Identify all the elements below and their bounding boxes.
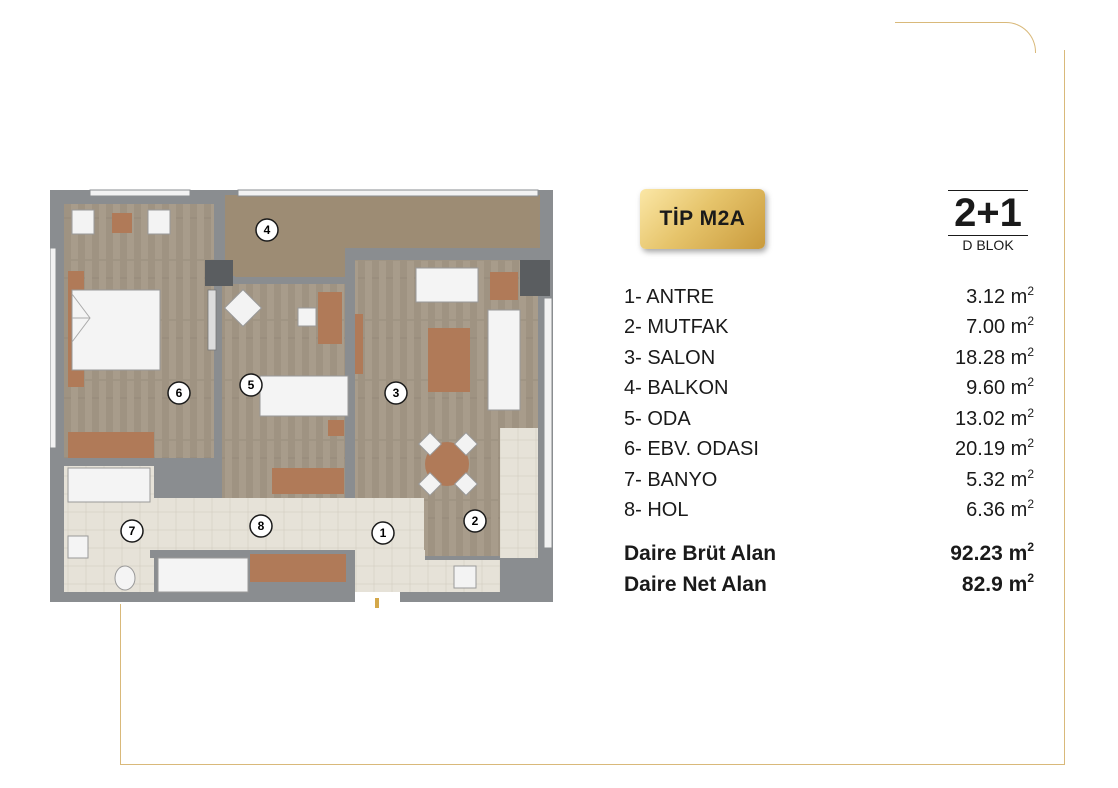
frame-right-line [1064, 50, 1065, 764]
block-label: D BLOK [948, 235, 1028, 253]
room-number-6: 6 [176, 386, 183, 400]
room-number-8: 8 [258, 519, 265, 533]
room-number-5: 5 [248, 378, 255, 392]
unit-type: 2+1 D BLOK [948, 190, 1028, 253]
room-number-1: 1 [380, 526, 387, 540]
frame-left-line [120, 604, 121, 764]
floor-plan: 4 6 5 3 2 1 8 7 [50, 189, 553, 608]
frame-bottom-line [120, 764, 1065, 765]
room-number-4: 4 [264, 223, 271, 237]
room-number-7: 7 [129, 524, 136, 538]
room-number-2: 2 [472, 514, 479, 528]
frame-corner [895, 22, 1036, 53]
type-badge-label: TİP M2A [659, 207, 746, 230]
type-badge: TİP M2A [640, 189, 765, 249]
room-number-3: 3 [393, 386, 400, 400]
unit-type-label: 2+1 [948, 190, 1028, 233]
